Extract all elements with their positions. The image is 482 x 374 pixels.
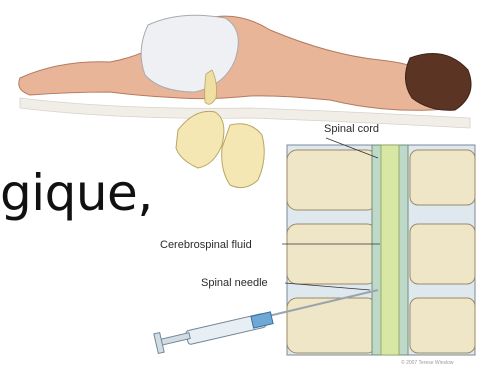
copyright-note: © 2007 Terese Winslow bbox=[401, 360, 454, 366]
label-spinal-needle: Spinal needle bbox=[201, 277, 268, 289]
patient-figure bbox=[19, 15, 471, 128]
slide-text-fragment: gique, bbox=[0, 168, 153, 218]
spine-cross-section bbox=[282, 138, 475, 355]
label-spinal-cord: Spinal cord bbox=[324, 123, 379, 135]
label-cerebrospinal-fluid: Cerebrospinal fluid bbox=[160, 239, 252, 251]
